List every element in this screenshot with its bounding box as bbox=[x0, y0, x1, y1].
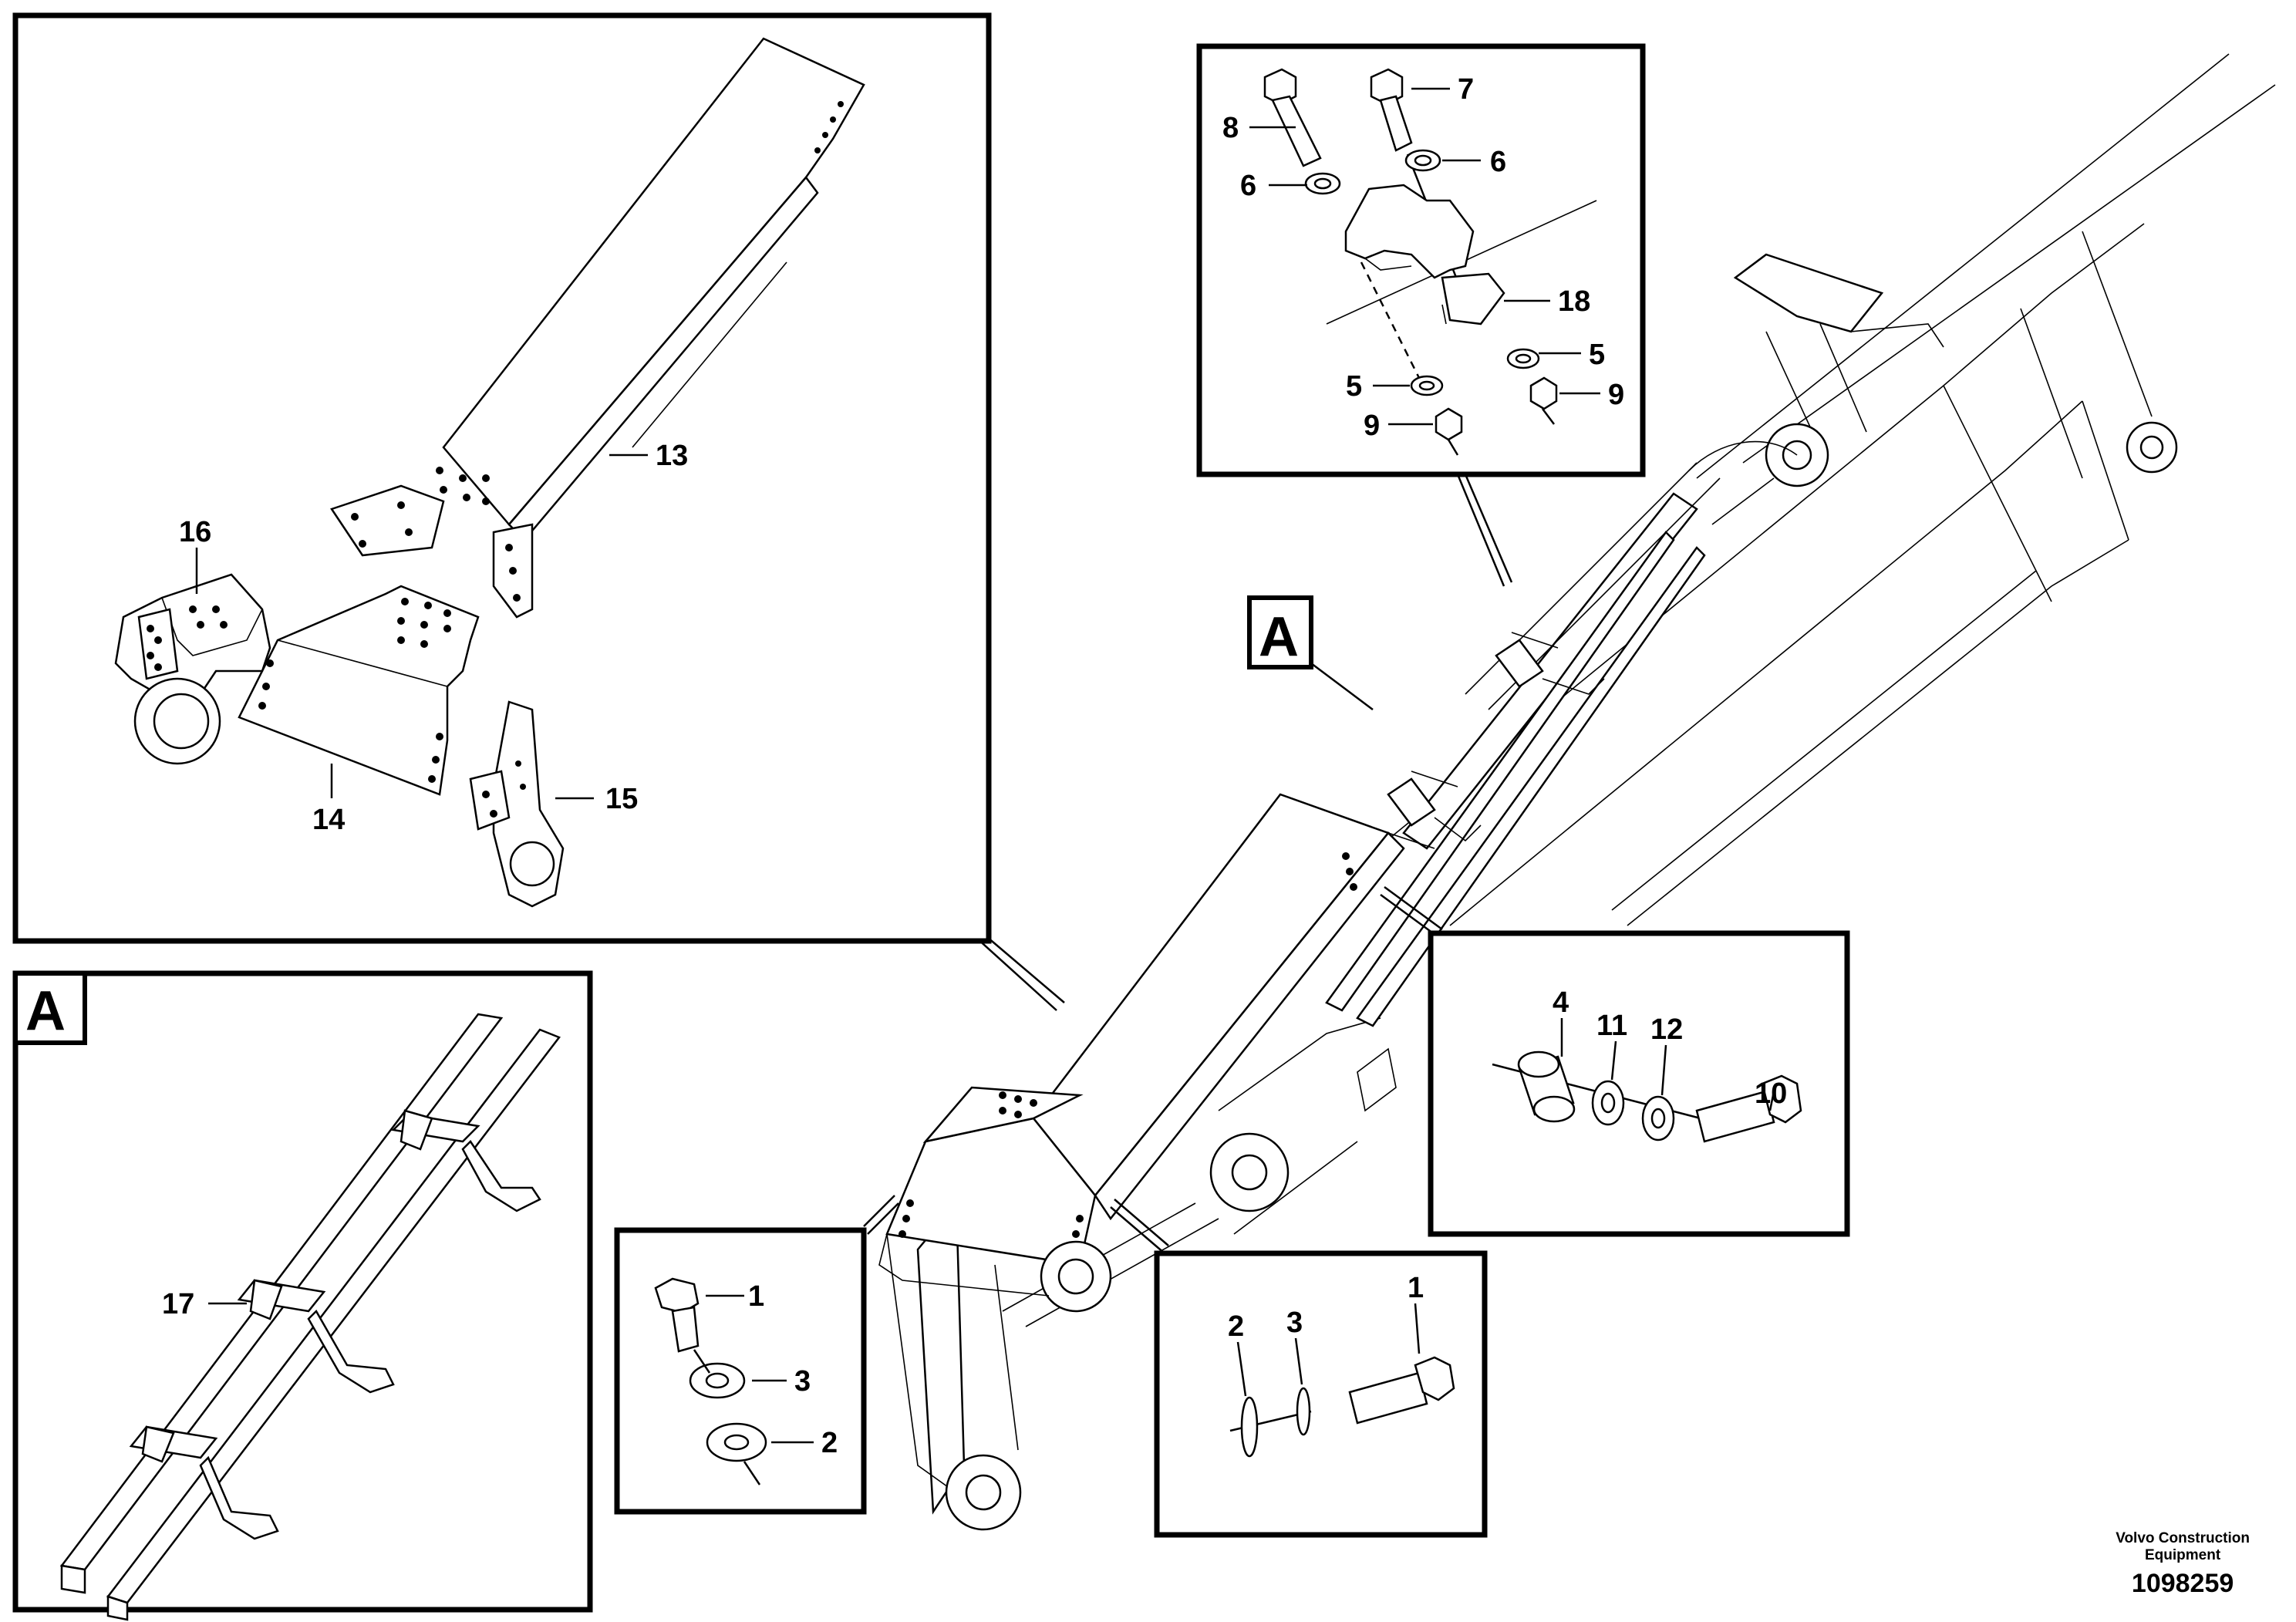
callout-2-right: 2 bbox=[1228, 1310, 1244, 1343]
guard-cover-installed bbox=[878, 793, 1405, 1313]
callout-5-right: 5 bbox=[1589, 339, 1605, 371]
part-1-bolt-b bbox=[1348, 1356, 1455, 1425]
callout-10: 10 bbox=[1755, 1077, 1787, 1110]
detail-box-bolt-left bbox=[614, 1195, 899, 1515]
callout-17: 17 bbox=[162, 1288, 194, 1320]
part-15-bracket bbox=[469, 700, 565, 908]
detail-box-a-rail bbox=[12, 970, 593, 1621]
detail-box-spacer bbox=[1380, 885, 1850, 1237]
callout-18: 18 bbox=[1558, 285, 1590, 318]
callout-11: 11 bbox=[1596, 1010, 1627, 1042]
callout-5-left: 5 bbox=[1346, 370, 1362, 403]
callout-labels: 13 16 14 15 8 7 6 6 18 5 5 9 9 A A 17 1 … bbox=[25, 73, 1787, 1459]
callout-2-left: 2 bbox=[821, 1427, 838, 1459]
detail-box-clamp bbox=[1196, 43, 1646, 587]
part-8-bolt bbox=[1263, 68, 1322, 167]
part-7-bolt bbox=[1370, 68, 1413, 152]
part-4-spacer bbox=[1517, 1050, 1576, 1123]
organization-line-1: Volvo Construction bbox=[2116, 1530, 2250, 1546]
part-17-rail bbox=[59, 1013, 561, 1621]
part-18-clamp bbox=[1344, 184, 1505, 325]
part-14-plate bbox=[238, 585, 480, 796]
callout-1-right: 1 bbox=[1408, 1272, 1424, 1304]
footer-credit: Volvo Construction Equipment 1098259 bbox=[2116, 1530, 2250, 1599]
callout-7: 7 bbox=[1458, 73, 1474, 106]
callout-14: 14 bbox=[312, 804, 345, 836]
callout-13: 13 bbox=[656, 440, 688, 472]
section-a-label-main: A bbox=[1259, 606, 1299, 668]
part-13-cover bbox=[330, 37, 865, 619]
callout-9-right: 9 bbox=[1608, 379, 1624, 411]
callout-12: 12 bbox=[1650, 1013, 1683, 1046]
part-10-bolt bbox=[1695, 1074, 1802, 1143]
callout-4: 4 bbox=[1553, 986, 1569, 1019]
part-1-bolt-a bbox=[654, 1277, 700, 1353]
callout-6-left: 6 bbox=[1240, 170, 1256, 202]
section-a-label-box: A bbox=[25, 980, 66, 1042]
section-a-marker-main bbox=[1247, 595, 1374, 710]
callout-8: 8 bbox=[1222, 112, 1239, 144]
callout-3-left: 3 bbox=[794, 1365, 811, 1398]
organization-line-2: Equipment bbox=[2145, 1547, 2221, 1563]
callout-9-left: 9 bbox=[1364, 410, 1380, 442]
callout-1-left: 1 bbox=[748, 1280, 764, 1313]
callout-15: 15 bbox=[605, 783, 638, 815]
boom-arm-assembly bbox=[886, 53, 2276, 1531]
callout-16: 16 bbox=[179, 516, 211, 548]
part-16-lug bbox=[114, 573, 271, 765]
detail-box-guard-parts bbox=[12, 12, 1065, 1011]
callout-3-right: 3 bbox=[1286, 1307, 1303, 1339]
callout-6-right: 6 bbox=[1490, 146, 1506, 178]
detail-box-bolt-right bbox=[1110, 1199, 1488, 1538]
document-number: 1098259 bbox=[2131, 1569, 2234, 1598]
guard-rail-installed bbox=[1325, 531, 1706, 1027]
